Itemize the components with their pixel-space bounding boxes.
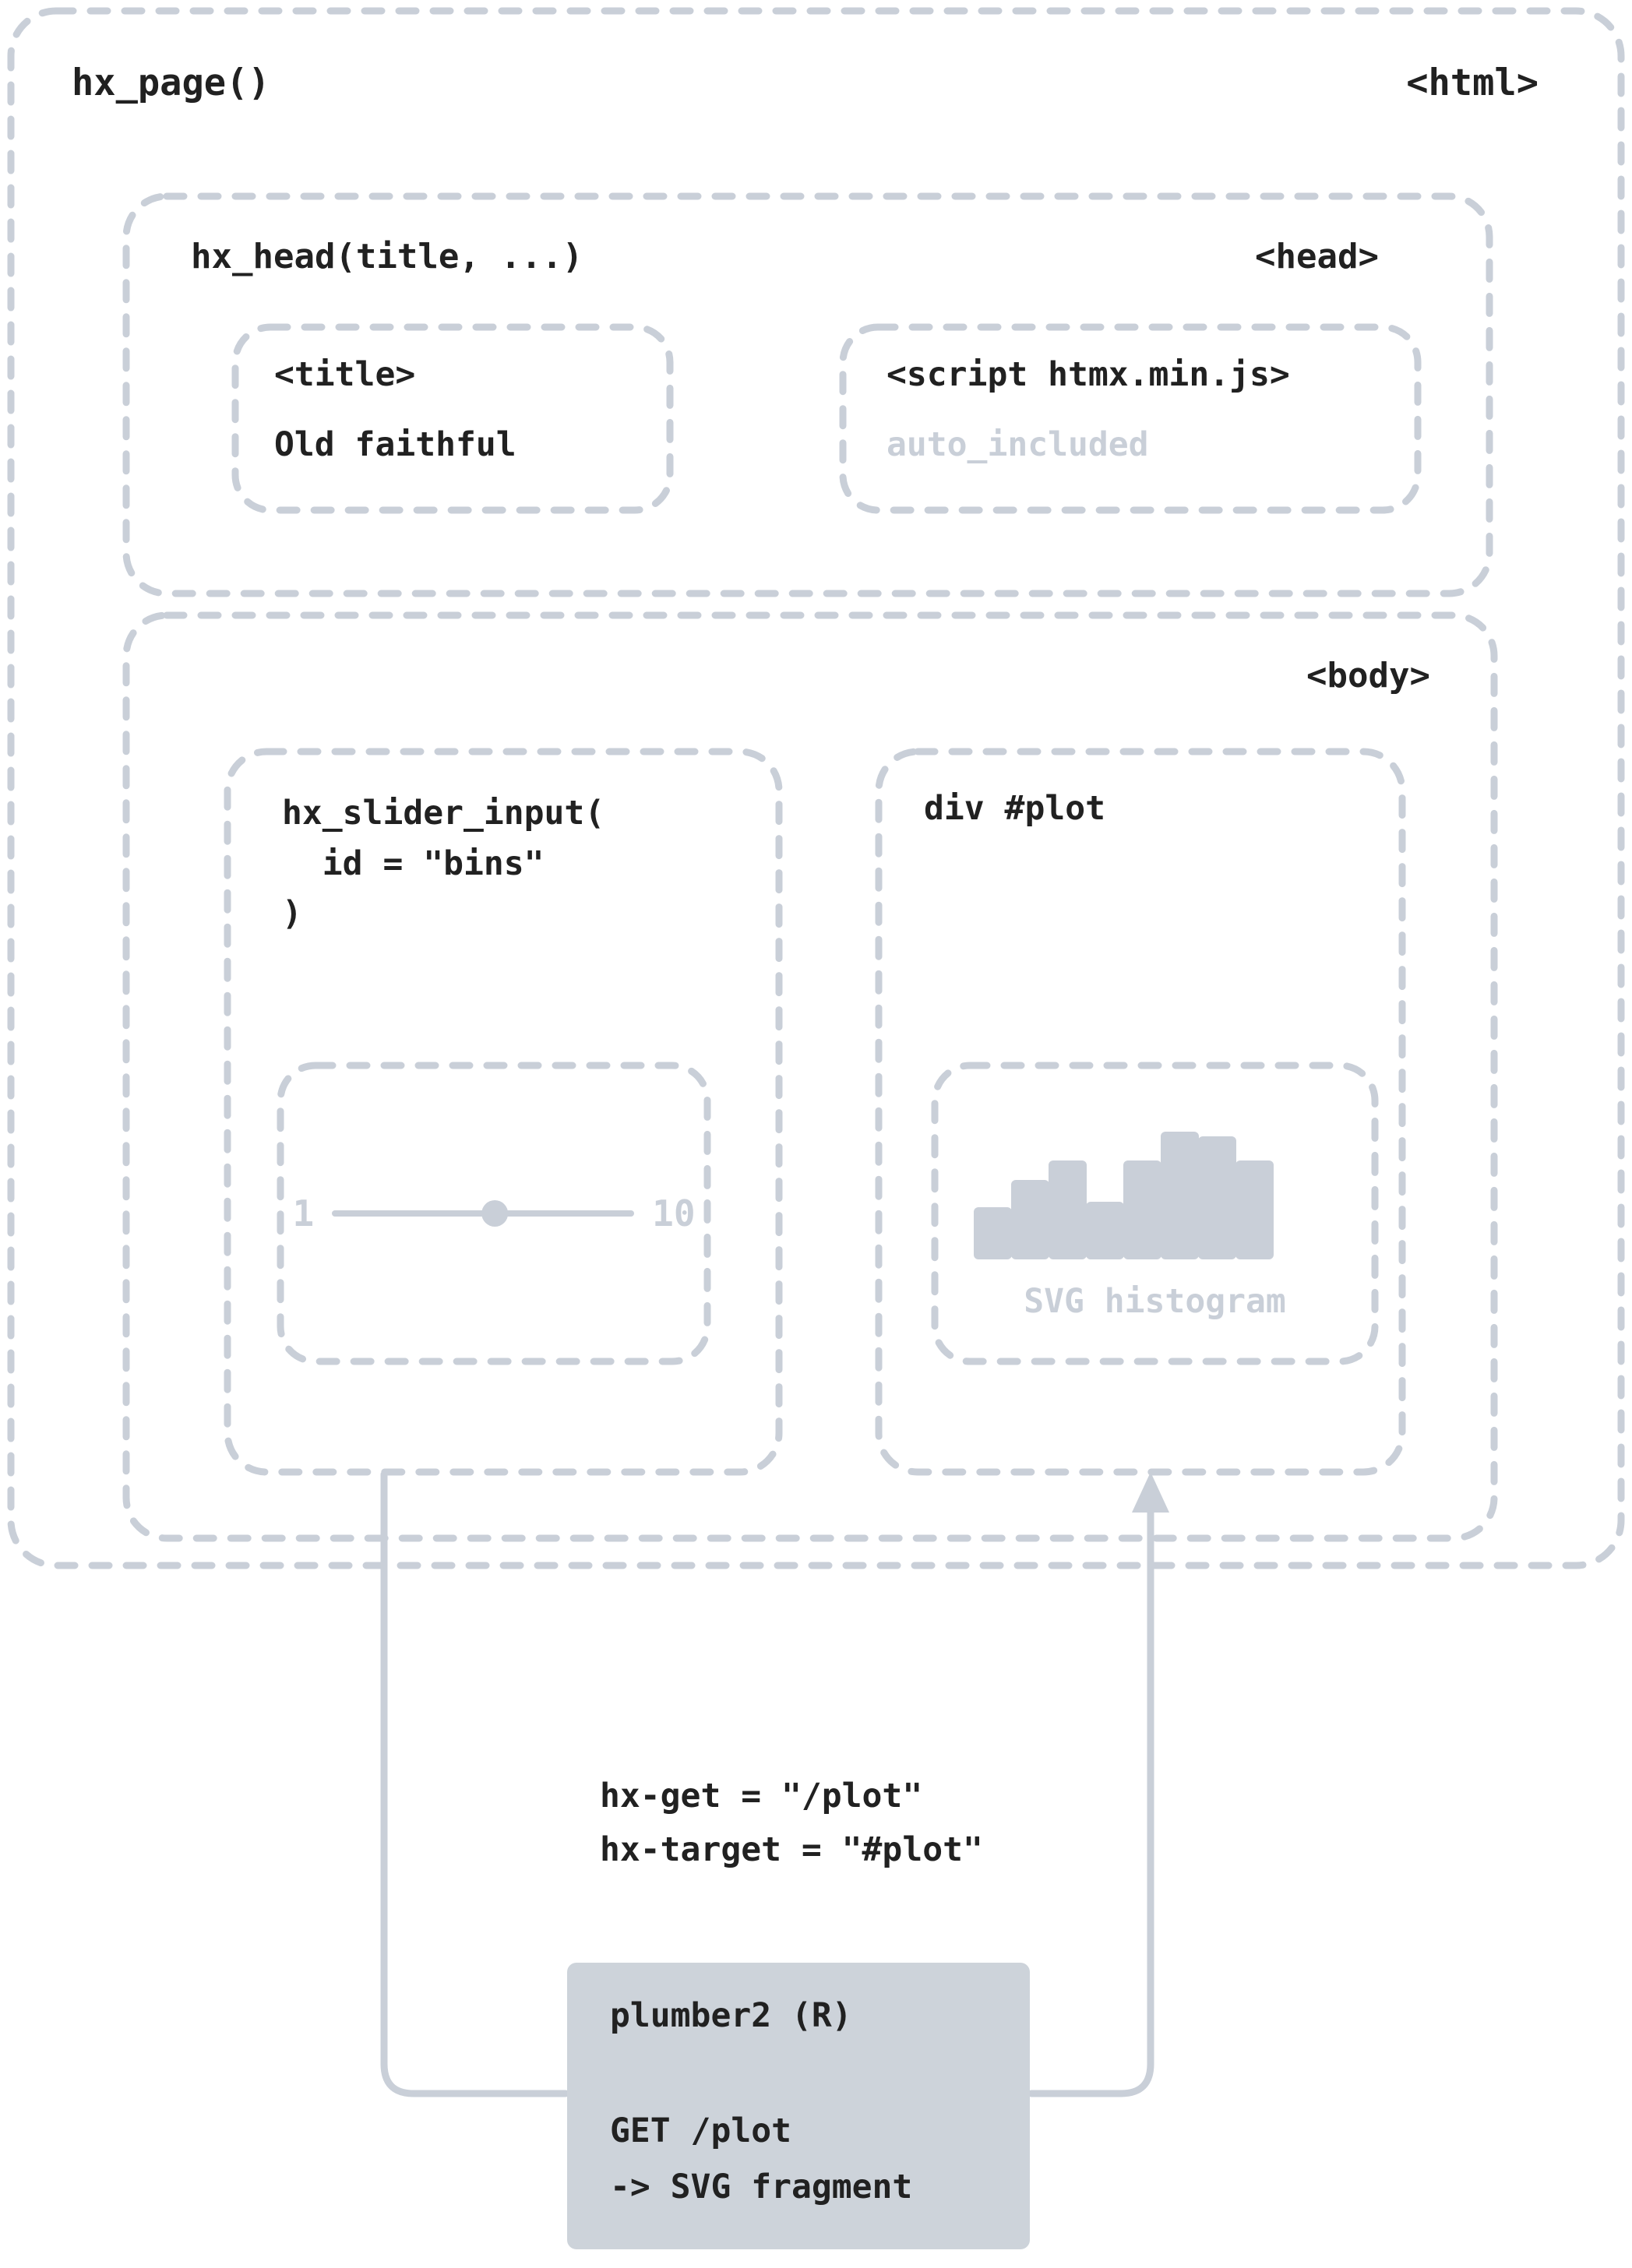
html-tag-label: <html>: [1406, 62, 1539, 104]
slider-track-graphic: [332, 1200, 635, 1227]
head-box-border: [122, 192, 1493, 597]
histogram-bar: [1086, 1202, 1124, 1259]
histogram-bar: [1123, 1160, 1161, 1259]
histogram-bar: [974, 1207, 1012, 1259]
histogram-bar: [1198, 1136, 1236, 1259]
slider-max-label: 10: [652, 1192, 696, 1234]
plot-placeholder-box-border: [931, 1062, 1379, 1365]
server-request-line: GET /plot: [610, 2111, 791, 2150]
histogram-bar: [1235, 1160, 1274, 1259]
slider-thumb: [481, 1200, 509, 1227]
html-box-border: [7, 7, 1625, 1569]
hx-attrs-annotation: hx-get = "/plot" hx-target = "#plot": [600, 1777, 983, 1869]
server-response-line: -> SVG fragment: [610, 2168, 913, 2206]
slider-widget: 1 10: [280, 1065, 707, 1361]
hx-head-label: hx_head(title, ...): [191, 237, 583, 276]
histogram-bar: [1049, 1160, 1087, 1259]
title-box-border: [231, 323, 674, 514]
server-title: plumber2 (R): [610, 1996, 852, 2035]
plumber2-server-box: plumber2 (R) GET /plot -> SVG fragment: [567, 1963, 1030, 2249]
svg-histogram-caption: SVG histogram: [1024, 1282, 1286, 1321]
title-value-text: Old faithful: [274, 425, 516, 464]
histogram-bar: [1161, 1132, 1199, 1259]
body-tag-label: <body>: [1306, 656, 1430, 696]
slider-input-code: hx_slider_input( id = "bins" ): [282, 794, 605, 933]
plot-div-label: div #plot: [924, 789, 1105, 828]
script-box-border: [839, 323, 1422, 514]
connector-slider-to-server: [380, 1470, 569, 2097]
plot-div-box-border: [875, 748, 1406, 1476]
histogram-bar: [1011, 1180, 1049, 1259]
slider-input-box-border: [224, 748, 783, 1476]
script-tag-label: <script htmx.min.js>: [886, 355, 1290, 394]
head-tag-label: <head>: [1255, 237, 1379, 276]
body-box-border: [122, 611, 1498, 1542]
slider-min-label: 1: [292, 1192, 315, 1234]
arrow-up-icon: [1132, 1472, 1169, 1513]
title-tag-label: <title>: [274, 355, 416, 394]
auto-included-note: auto_included: [886, 425, 1149, 464]
connector-server-to-plot: [1027, 1499, 1154, 2097]
histogram-icon: [974, 1132, 1274, 1259]
slider-widget-box-border: [277, 1062, 711, 1365]
hx-page-label: hx_page(): [72, 62, 270, 104]
